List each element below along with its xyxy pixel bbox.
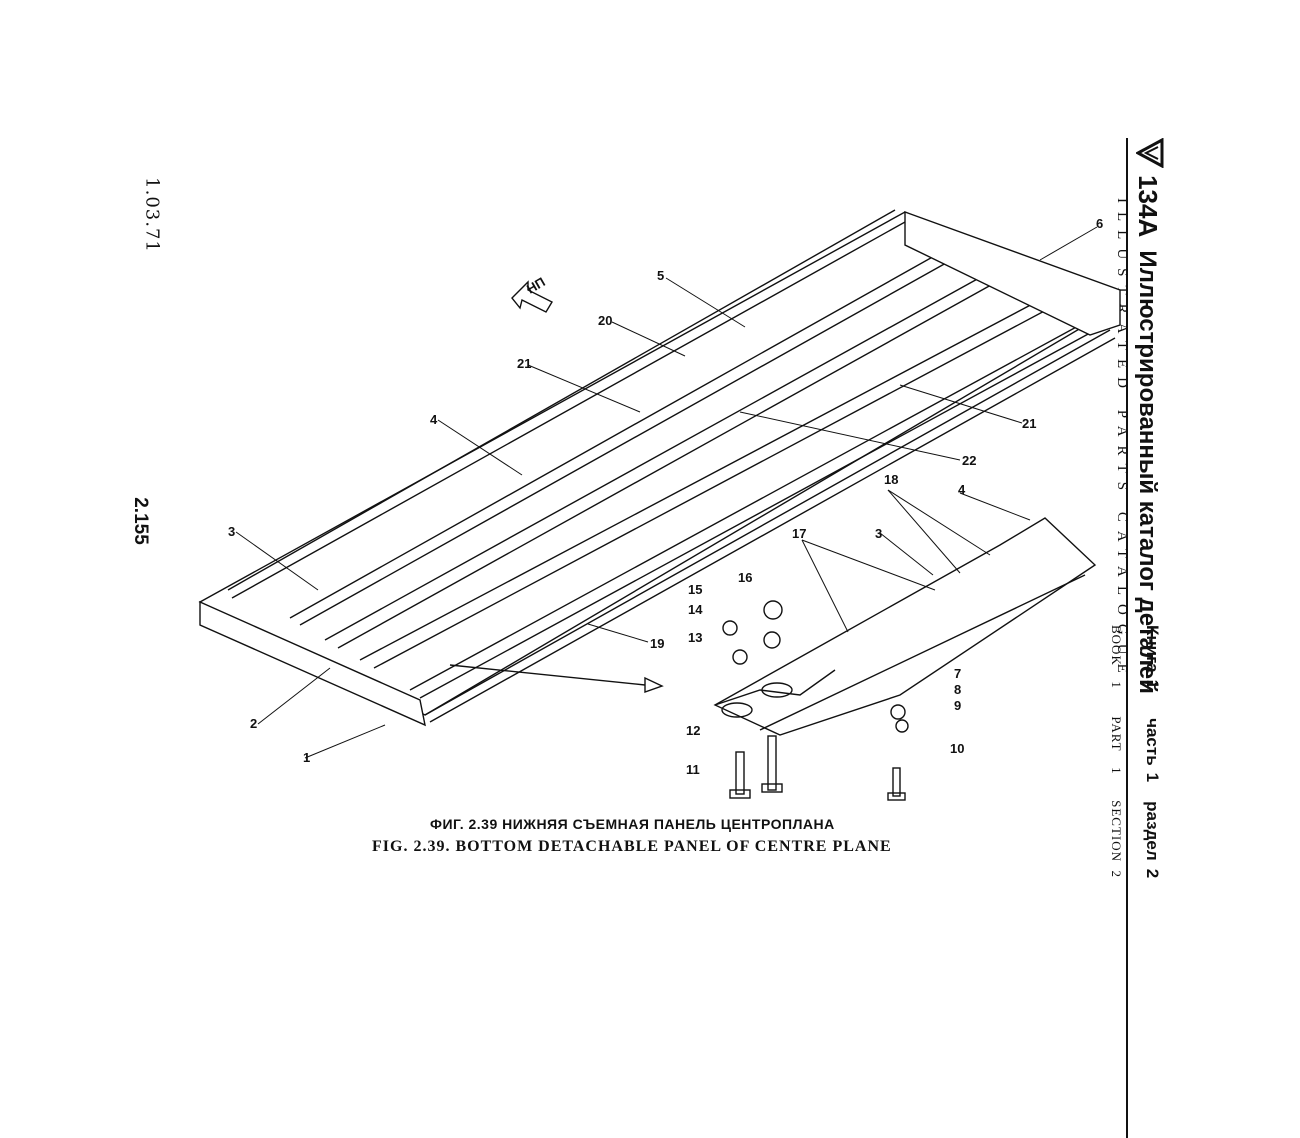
callout-16: 16 (738, 570, 752, 585)
callout-12: 12 (686, 723, 700, 738)
callout-3-detail: 3 (875, 526, 882, 541)
callout-11: 11 (686, 762, 700, 777)
callout-6: 6 (1096, 216, 1103, 231)
callout-3: 3 (228, 524, 235, 539)
callout-4-detail: 4 (958, 482, 966, 497)
figure-caption-en: FIG. 2.39. BOTTOM DETACHABLE PANEL OF CE… (372, 838, 892, 855)
leader-lines (235, 226, 1098, 759)
catalog-header: 134A Иллюстрированный каталог деталей IL… (1066, 137, 1164, 1138)
exploded-view-drawing: 1 2 3 4 5 6 7 8 9 10 11 12 13 14 15 16 1… (198, 209, 1122, 801)
callout-2: 2 (250, 716, 257, 731)
callout-14: 14 (688, 602, 703, 617)
callout-numbers: 1 2 3 4 5 6 7 8 9 10 11 12 13 14 15 16 1… (228, 216, 1103, 777)
callout-18: 18 (884, 472, 898, 487)
callout-5: 5 (657, 268, 664, 283)
figure-caption-ru: ФИГ. 2.39 НИЖНЯЯ СЪЕМНАЯ ПАНЕЛЬ ЦЕНТРОПЛ… (430, 816, 835, 832)
callout-21: 21 (1022, 416, 1036, 431)
callout-22: 22 (962, 453, 976, 468)
panel-outline (198, 209, 1122, 801)
header-title-line: 134A Иллюстрированный каталог деталей (1126, 137, 1166, 694)
callout-21: 21 (517, 356, 531, 371)
callout-7: 7 (954, 666, 961, 681)
callout-10: 10 (950, 741, 964, 756)
tupolev-logo-icon (1129, 137, 1166, 169)
callout-20: 20 (598, 313, 612, 328)
callout-19: 19 (650, 636, 664, 651)
callout-15: 15 (688, 582, 702, 597)
callout-8: 8 (954, 682, 961, 697)
callout-9: 9 (954, 698, 961, 713)
callout-4: 4 (430, 412, 438, 427)
callout-13: 13 (688, 630, 702, 645)
callout-17: 17 (792, 526, 806, 541)
catalog-page: 1.03.71 2.155 134A Иллюстрированный ката… (130, 137, 1164, 1138)
callout-1: 1 (303, 750, 310, 765)
